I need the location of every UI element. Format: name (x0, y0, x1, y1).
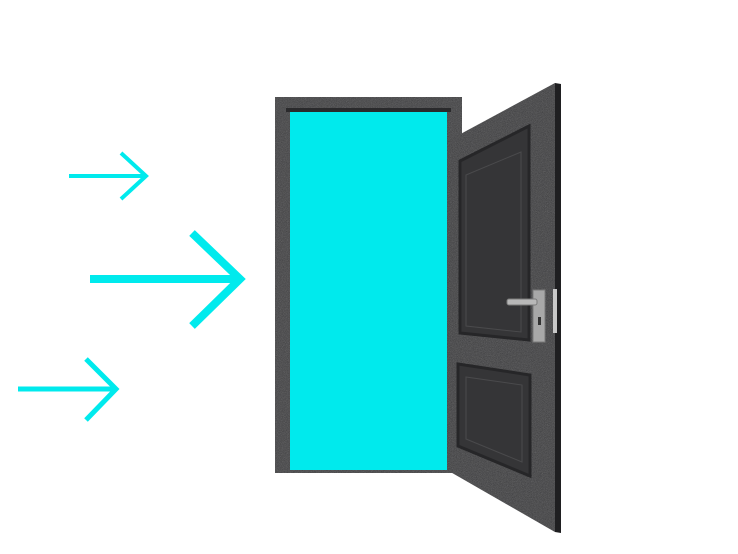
lower-panel (456, 362, 532, 479)
door-edge (555, 83, 561, 533)
arrow-right-icon (18, 357, 120, 422)
arrow-right-icon (69, 151, 149, 201)
arrows (18, 151, 246, 422)
open-door-icon (275, 83, 561, 533)
door-handle (506, 289, 557, 343)
doorway-opening (290, 112, 447, 470)
upper-panel (458, 123, 531, 342)
arrow-right-icon (90, 230, 246, 329)
